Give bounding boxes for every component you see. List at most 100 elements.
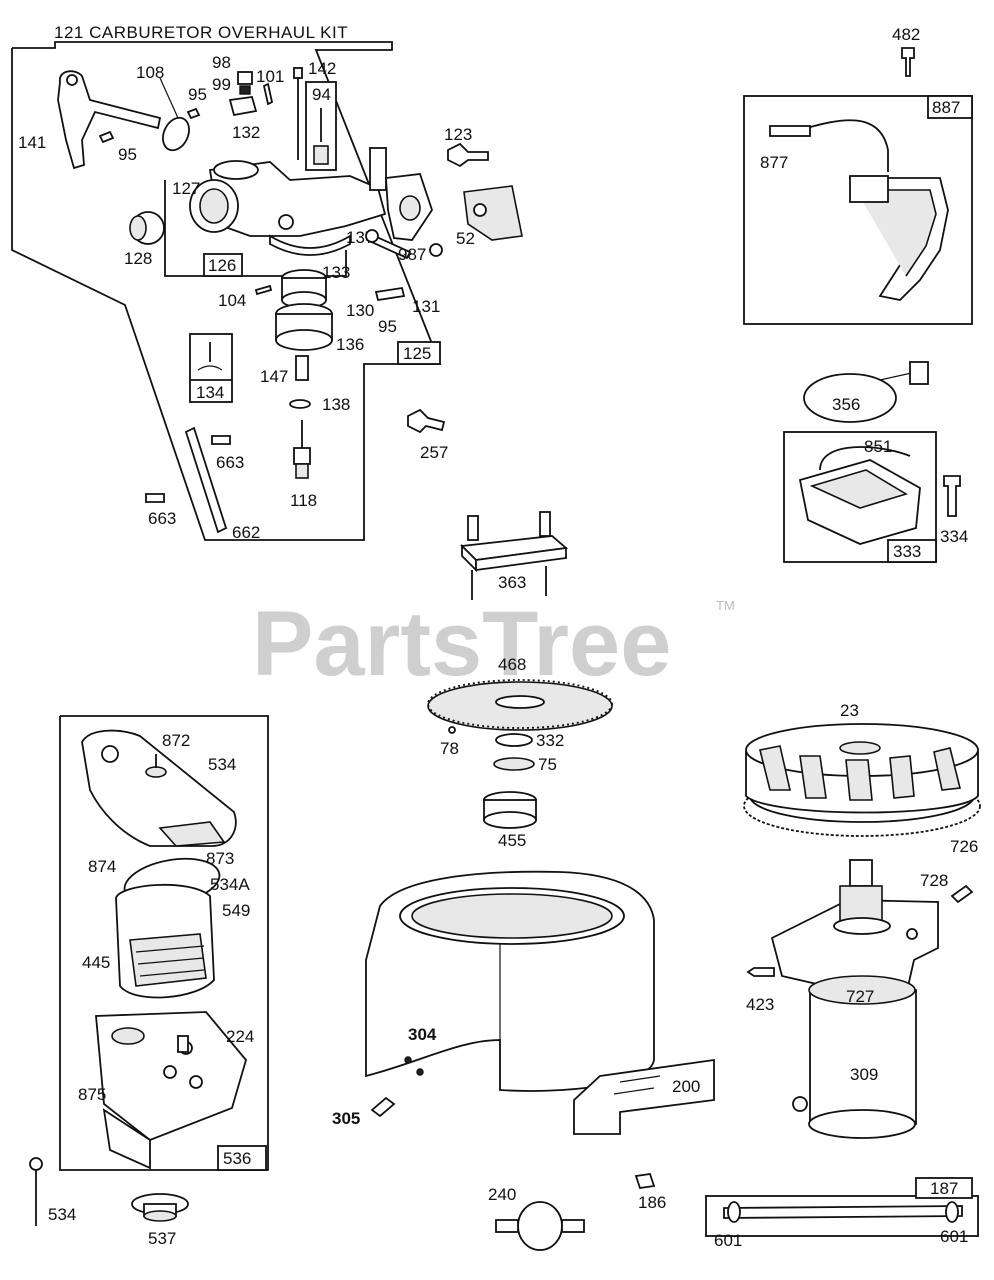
starter-gear[interactable] (833, 859, 891, 935)
connector-877[interactable] (769, 125, 811, 137)
spring-99[interactable] (239, 85, 251, 95)
fuel-line-187[interactable] (723, 1205, 963, 1219)
valve-132[interactable] (228, 96, 258, 117)
pin-104[interactable] (254, 284, 273, 296)
label-257: 257 (420, 443, 448, 462)
screw-95[interactable] (98, 130, 115, 144)
label-549: 549 (222, 901, 250, 920)
label-104: 104 (218, 291, 246, 310)
float-133[interactable] (281, 269, 327, 309)
screw-728[interactable] (950, 884, 974, 904)
label-138: 138 (322, 395, 350, 414)
module-851[interactable] (798, 446, 921, 545)
screw-257[interactable] (407, 408, 446, 434)
clamp-186[interactable] (634, 1173, 656, 1189)
choke-plate[interactable] (158, 114, 194, 155)
fuel-filter-240[interactable] (495, 1201, 585, 1251)
label-987: 987 (398, 245, 426, 264)
label-75: 75 (538, 755, 557, 774)
label-455: 455 (498, 831, 526, 850)
label-662: 662 (232, 523, 260, 542)
screen-468[interactable] (427, 679, 613, 731)
label-141: 141 (18, 133, 46, 152)
pulley-455[interactable] (483, 791, 537, 829)
label-468: 468 (498, 655, 526, 674)
screw-663-upper[interactable] (211, 435, 231, 445)
label-482: 482 (892, 25, 920, 44)
ignition-armature-group: 887 877 (743, 95, 973, 325)
label-130: 130 (346, 301, 374, 320)
label-423: 423 (746, 995, 774, 1014)
label-663-upper: 663 (216, 453, 244, 472)
starter-motor-309[interactable] (792, 975, 917, 1139)
base-875[interactable] (95, 1011, 247, 1170)
pad-873[interactable] (158, 821, 226, 847)
screw-305[interactable] (370, 1096, 396, 1118)
clip-101[interactable] (262, 82, 274, 106)
filter-445[interactable] (115, 883, 215, 999)
clamp-601-left[interactable] (727, 1201, 741, 1223)
clamp-601-right[interactable] (945, 1201, 959, 1223)
flange-537[interactable] (131, 1193, 189, 1222)
label-127: 127 (172, 179, 200, 198)
label-240: 240 (488, 1185, 516, 1204)
label-445: 445 (82, 953, 110, 972)
label-727: 727 (846, 987, 874, 1006)
screw-98[interactable] (237, 71, 253, 85)
screw-123[interactable] (447, 142, 489, 168)
label-534-upper: 534 (208, 755, 236, 774)
blower-housing-304[interactable] (365, 870, 655, 1092)
label-132: 132 (232, 123, 260, 142)
lever-hole (66, 74, 78, 86)
label-118: 118 (290, 491, 317, 510)
label-52: 52 (456, 229, 475, 248)
label-333: 333 (893, 542, 921, 561)
watermark-trademark: TM (716, 598, 735, 613)
gasket-52[interactable] (463, 185, 523, 241)
guard-200[interactable] (573, 1058, 715, 1135)
box-187 (915, 1177, 973, 1199)
needle-142-head[interactable] (293, 67, 303, 79)
nut-332[interactable] (495, 733, 533, 747)
stud-534[interactable] (145, 766, 167, 778)
bowl-136[interactable] (275, 303, 333, 351)
label-874: 874 (88, 857, 116, 876)
plate-130[interactable] (374, 286, 406, 302)
cover-872[interactable] (81, 729, 237, 847)
label-872: 872 (162, 731, 190, 750)
label-851: 851 (864, 437, 892, 456)
spring-94[interactable] (313, 145, 329, 165)
label-304: 304 (408, 1025, 437, 1044)
label-534A: 534A (210, 875, 250, 894)
dipstick-534[interactable] (29, 1157, 43, 1226)
screw-423[interactable] (746, 967, 775, 977)
carburetor-kit-group: 121 CARBURETOR OVERHAUL KIT 141 95 95 10… (11, 23, 443, 542)
needle-118[interactable] (293, 420, 311, 479)
part-78[interactable] (448, 726, 456, 734)
box-887 (927, 95, 973, 119)
screw-147[interactable] (295, 355, 309, 381)
screw-663-lower[interactable] (145, 493, 165, 503)
air-cleaner-group: 536 872 534 873 874 534A 549 445 (59, 715, 269, 1171)
label-334: 334 (940, 527, 968, 546)
terminal-356[interactable] (909, 361, 929, 385)
flywheel-23[interactable] (743, 723, 981, 837)
screw-334[interactable] (943, 475, 961, 517)
label-131: 131 (412, 297, 440, 316)
part-131[interactable] (429, 243, 443, 257)
wire-887 (799, 119, 889, 172)
carburetor-body[interactable] (189, 147, 433, 256)
label-108: 108 (136, 63, 164, 82)
bracket-662[interactable] (184, 426, 228, 534)
bracket-363[interactable] (460, 511, 569, 600)
washer-138[interactable] (289, 399, 311, 409)
screw-482[interactable] (901, 47, 915, 77)
washer-75[interactable] (493, 757, 535, 771)
throttle-lever[interactable] (57, 70, 162, 170)
label-136: 136 (336, 335, 364, 354)
screw-224[interactable] (177, 1035, 189, 1053)
label-601-right: 601 (940, 1227, 968, 1246)
armature-887[interactable] (848, 175, 949, 301)
screw-95-upper[interactable] (186, 107, 201, 120)
